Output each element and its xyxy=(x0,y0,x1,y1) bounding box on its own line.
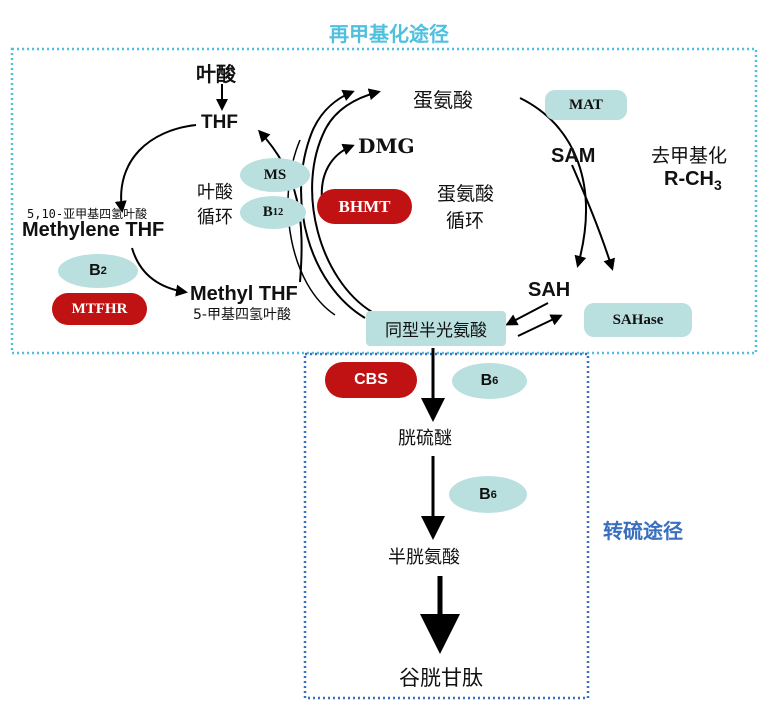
arrow-sam-to-demethylation xyxy=(571,164,616,271)
folate-label: 叶酸 xyxy=(196,62,236,86)
cbs-enzyme: CBS xyxy=(325,362,417,398)
thf-label: THF xyxy=(201,112,238,133)
arrow-sah-to-hcy xyxy=(505,302,549,326)
methionine-cycle-label-1: 蛋氨酸 xyxy=(437,183,495,205)
r-ch3-label: R-CH3 xyxy=(664,168,722,193)
methionine-label: 蛋氨酸 xyxy=(413,88,473,112)
ms-cofactor: MS xyxy=(240,158,310,192)
methylene-thf-label: Methylene THF xyxy=(22,219,165,241)
arrow-hcy-to-met-1 xyxy=(311,88,381,313)
methyl-thf-cn-label: 5-甲基四氢叶酸 xyxy=(193,307,291,323)
transsulfuration-box xyxy=(303,352,590,700)
sam-label: SAM xyxy=(551,145,596,167)
methionine-cycle-label-2: 循环 xyxy=(446,210,485,232)
bhmt-enzyme: BHMT xyxy=(317,189,412,224)
cystathionine-label: 胱硫醚 xyxy=(398,428,452,449)
homocysteine-box: 同型半光氨酸 xyxy=(366,311,506,346)
transsulfuration-title: 转硫途径 xyxy=(603,519,683,543)
arrow-methylene-to-methyl xyxy=(131,247,188,297)
folate-cycle-label-1: 叶酸 xyxy=(197,182,233,203)
folate-cycle-label-2: 循环 xyxy=(197,207,233,228)
methylene-thf-cn-label: 5,10-亚甲基四氢叶酸 xyxy=(27,207,148,221)
remethylation-box xyxy=(10,47,758,355)
remethylation-title: 再甲基化途径 xyxy=(329,22,449,46)
mtfhr-enzyme: MTFHR xyxy=(52,293,147,325)
cysteine-label: 半胱氨酸 xyxy=(388,547,460,568)
arrow-thf-to-methylene xyxy=(114,124,197,213)
arrow-methyl-to-thf xyxy=(257,129,303,283)
sah-label: SAH xyxy=(528,279,571,301)
arrow-met-to-sah xyxy=(519,97,587,268)
demethylation-label: 去甲基化 xyxy=(651,145,728,167)
dmg-label: DMG xyxy=(358,134,415,158)
sahase-cofactor: SAHase xyxy=(584,303,692,337)
methyl-thf-label: Methyl THF xyxy=(190,283,298,305)
mat-cofactor: MAT xyxy=(545,90,627,120)
glutathione-label: 谷胱甘肽 xyxy=(399,666,483,690)
arrow-hcy-to-sah xyxy=(517,314,563,337)
